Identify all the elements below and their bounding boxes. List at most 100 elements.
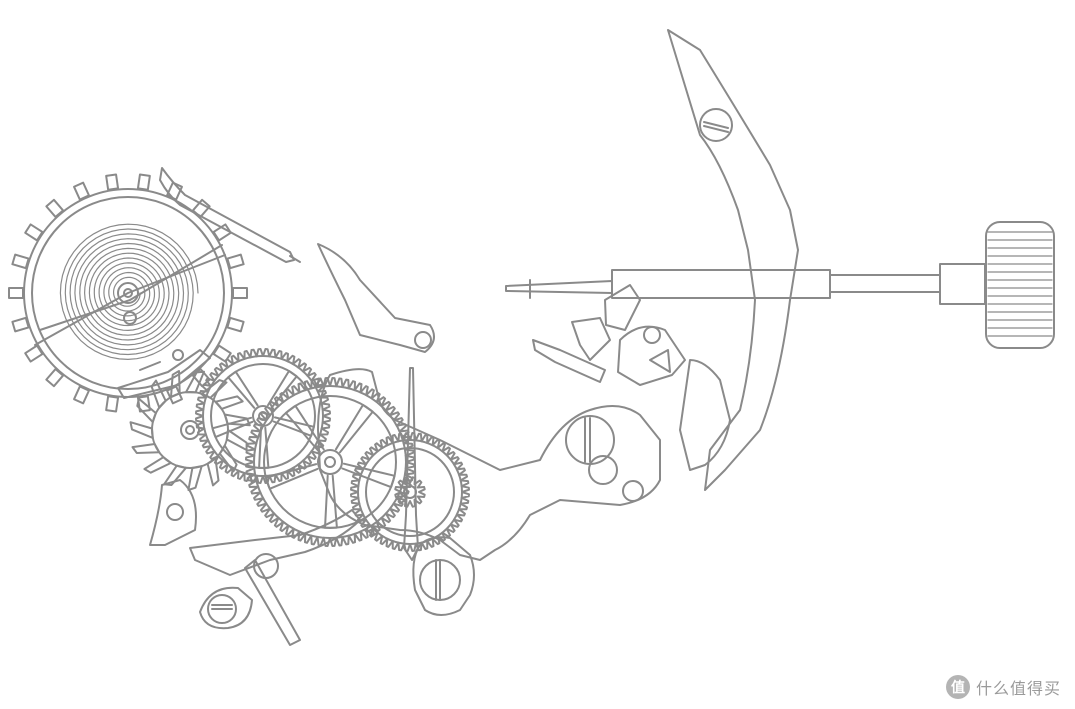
center-pinion-leaves: [394, 476, 426, 508]
fourth-wheel-rim: [202, 355, 324, 477]
lower-bridge: [412, 536, 475, 616]
click-spring-leg: [244, 559, 301, 646]
stem-collar: [939, 263, 986, 305]
setting-lever-pivot: [643, 326, 661, 344]
escape-tooth: [187, 465, 203, 491]
sliding-lever-body: [317, 243, 435, 353]
balance-staff: [117, 282, 139, 304]
click-screw: [207, 594, 237, 624]
pallet-stone: [139, 361, 161, 371]
third-wheel-spoke: [264, 463, 319, 490]
escape-tooth: [129, 421, 154, 439]
detent-body: [149, 479, 197, 546]
balance-screw: [136, 395, 151, 413]
hairspring: [59, 223, 199, 360]
third-wheel-spoke: [284, 404, 325, 454]
pallet-pivot: [172, 349, 184, 361]
fourth-wheel-spoke: [211, 416, 254, 439]
winding-stem: [505, 263, 986, 305]
clutch-wheel: [604, 284, 641, 331]
balance-screw: [226, 316, 245, 333]
setting-wheel-arm: [532, 339, 606, 383]
stem-shaft: [611, 269, 831, 299]
keyless-works: [532, 284, 731, 471]
stem-tube: [829, 274, 941, 293]
balance-screw: [24, 223, 44, 242]
escape-wheel-hub: [180, 420, 200, 440]
balance-arm: [34, 254, 226, 346]
third-wheel-hub: [317, 449, 343, 475]
third-wheel-spoke: [334, 403, 374, 454]
crown: [985, 221, 1055, 349]
escape-tooth: [225, 429, 248, 451]
balance-screw: [212, 223, 232, 242]
balance-screw: [24, 344, 44, 363]
pallet-fork-body: [117, 349, 211, 399]
click-spring-body: [189, 509, 361, 576]
sliding-lever-hole: [414, 331, 432, 349]
regulator-index: [159, 167, 301, 263]
escape-wheel: [129, 370, 251, 491]
watermark-text: 什么值得买: [975, 679, 1061, 698]
fourth-wheel-spoke: [267, 370, 298, 409]
stem-tip: [505, 280, 613, 294]
balance-screw: [136, 173, 151, 191]
lower-bridge-outline: [412, 536, 475, 616]
balance-screw: [11, 253, 30, 270]
click-spring: [189, 509, 361, 646]
fourth-wheel-spoke: [227, 370, 259, 409]
click-screw-slot: [211, 604, 233, 610]
train-bridge: [317, 368, 661, 561]
balance-screw: [232, 287, 248, 299]
stud-pin: [123, 311, 137, 325]
watermark-logo-badge: 值: [945, 675, 970, 699]
third-wheel-teeth: [245, 377, 415, 547]
regulator-tip: [289, 255, 301, 263]
winding-pinion: [571, 317, 611, 361]
balance-screw: [8, 287, 24, 299]
balance-arm-edge: [39, 244, 223, 331]
watermark: 值 什么值得买: [945, 675, 1061, 699]
click-pivot: [253, 553, 279, 579]
setting-lever: [617, 325, 686, 386]
rocker-screw: [699, 108, 733, 142]
center-wheel-pinion: [394, 476, 426, 508]
bridge-hole: [588, 455, 618, 485]
rocker-arm: [667, 29, 799, 491]
balance-screw: [11, 316, 30, 333]
third-wheel-spoke: [341, 462, 396, 489]
train-bridge-outline: [317, 368, 661, 561]
balance-screw: [226, 253, 245, 270]
lower-bridge-slot: [435, 559, 441, 601]
rocker-screw-slot: [703, 121, 729, 133]
hairspring-coil: [59, 223, 199, 360]
bridge-screw-slot: [584, 417, 591, 463]
rocker-arm-body: [667, 29, 799, 491]
balance-screw: [105, 395, 120, 413]
balance-rim-inner: [31, 196, 225, 390]
bridge-jewel: [622, 480, 644, 502]
center-wheel-rim: [357, 439, 463, 545]
balance-screw: [105, 173, 120, 191]
pallet-fork: [117, 349, 211, 399]
crown-body: [985, 221, 1055, 349]
crown-knurling: [987, 231, 1053, 337]
balance-screw: [73, 181, 90, 201]
escape-wheel-jewel: [185, 425, 195, 435]
balance-screw: [73, 385, 90, 405]
click-screw-plate: [199, 586, 253, 630]
detent-pivot: [166, 503, 184, 521]
third-wheel-jewel: [324, 456, 336, 468]
ratchet-detent: [149, 479, 197, 546]
center-wheel-inner: [365, 447, 455, 537]
balance-jewel: [123, 288, 133, 298]
yoke-spring: [679, 359, 731, 471]
balance-screw: [212, 344, 232, 363]
third-wheel-inner: [263, 395, 397, 529]
third-wheel-rim: [253, 385, 407, 539]
escape-wheel-rim: [151, 391, 229, 469]
third-wheel: [245, 377, 415, 547]
third-wheel-tooth-ring: [245, 377, 415, 547]
setting-lever-notch: [649, 349, 671, 373]
